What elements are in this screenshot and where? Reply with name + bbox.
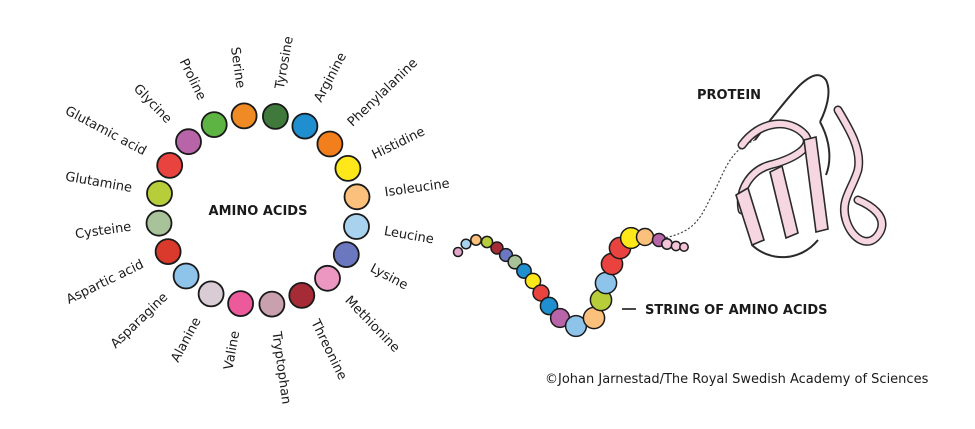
chain-bead xyxy=(635,227,655,247)
amino-acid-label: Cysteine xyxy=(74,220,132,243)
amino-acid-label: Glycine xyxy=(130,81,174,126)
chain-bead xyxy=(460,238,472,250)
amino-acid-label: Glutamic acid xyxy=(62,104,148,159)
amino-acid-label: Phenylalanine xyxy=(345,56,421,130)
amino-acid-label: Serine xyxy=(227,46,248,89)
amino-acid-bead xyxy=(197,280,225,308)
amino-acid-bead xyxy=(316,130,344,158)
amino-acid-label: Asparagine xyxy=(108,290,171,352)
chain-bead xyxy=(480,235,494,249)
amino-acid-bead xyxy=(332,241,360,269)
amino-acid-bead xyxy=(343,183,371,211)
protein-structure xyxy=(735,74,887,259)
amino-acid-label: Glutamine xyxy=(64,169,133,195)
amino-acid-bead xyxy=(314,264,341,292)
amino-acid-bead xyxy=(146,180,173,207)
protein-strand-1 xyxy=(735,186,765,247)
amino-acid-label: Proline xyxy=(176,56,209,102)
amino-acid-label: Tyrosine xyxy=(273,35,297,91)
chain-bead xyxy=(594,271,618,295)
chain-bead xyxy=(452,246,464,258)
ring-title: AMINO ACIDS xyxy=(209,204,308,219)
amino-acid-bead xyxy=(334,154,362,182)
image-credit: ©Johan Jarnestad/The Royal Swedish Acade… xyxy=(545,372,929,387)
amino-acid-bead xyxy=(154,238,182,266)
amino-acid-bead xyxy=(288,281,316,309)
amino-acid-bead xyxy=(145,209,173,237)
amino-acid-bead xyxy=(230,102,258,130)
amino-acid-chain xyxy=(452,139,756,338)
amino-acid-label: Lysine xyxy=(367,261,410,293)
chain-label: STRING OF AMINO ACIDS xyxy=(645,303,828,318)
amino-acid-bead xyxy=(227,290,255,318)
amino-acid-label: Aspartic acid xyxy=(64,257,146,307)
protein-loop-top xyxy=(754,74,830,141)
amino-acid-label: Threonine xyxy=(307,316,350,382)
protein-strand-3 xyxy=(803,136,829,233)
chain-bead xyxy=(490,241,504,255)
chain-bead xyxy=(524,272,542,290)
protein-helix-2 xyxy=(835,107,885,245)
chain-bead xyxy=(661,238,673,250)
amino-acid-bead xyxy=(291,112,319,140)
protein-label: PROTEIN xyxy=(697,88,761,103)
protein-helix-1 xyxy=(738,120,811,213)
amino-acid-label: Alanine xyxy=(168,315,204,365)
chain-tail-squiggle xyxy=(649,139,756,241)
chain-bead xyxy=(470,234,482,246)
amino-acid-ring: Serine Tyrosine ArgininePhenylalanineHisti… xyxy=(62,35,450,405)
protein-loop-mid xyxy=(819,121,831,176)
chain-bead xyxy=(539,296,559,316)
amino-acid-bead xyxy=(343,213,370,240)
chain-bead xyxy=(516,263,532,279)
amino-acid-label: Methionine xyxy=(342,293,403,355)
protein-strand-2 xyxy=(769,164,799,240)
chain-bead xyxy=(532,284,550,302)
amino-acid-bead xyxy=(258,290,286,318)
amino-acid-label: Arginine xyxy=(311,50,350,105)
amino-acid-label: Histidine xyxy=(370,124,428,162)
amino-acid-label: Leucine xyxy=(383,224,435,247)
amino-acid-bead xyxy=(175,128,202,156)
amino-acid-bead xyxy=(200,111,228,138)
protein-loop-bottom xyxy=(751,239,819,259)
amino-acid-bead xyxy=(261,103,289,130)
amino-acid-bead xyxy=(156,151,184,179)
amino-acid-label: Valine xyxy=(222,330,244,371)
amino-acid-label: Tryptophan xyxy=(268,330,293,405)
chain-bead xyxy=(679,242,689,252)
amino-acid-bead xyxy=(172,262,200,290)
amino-acid-label: Isoleucine xyxy=(384,176,451,200)
